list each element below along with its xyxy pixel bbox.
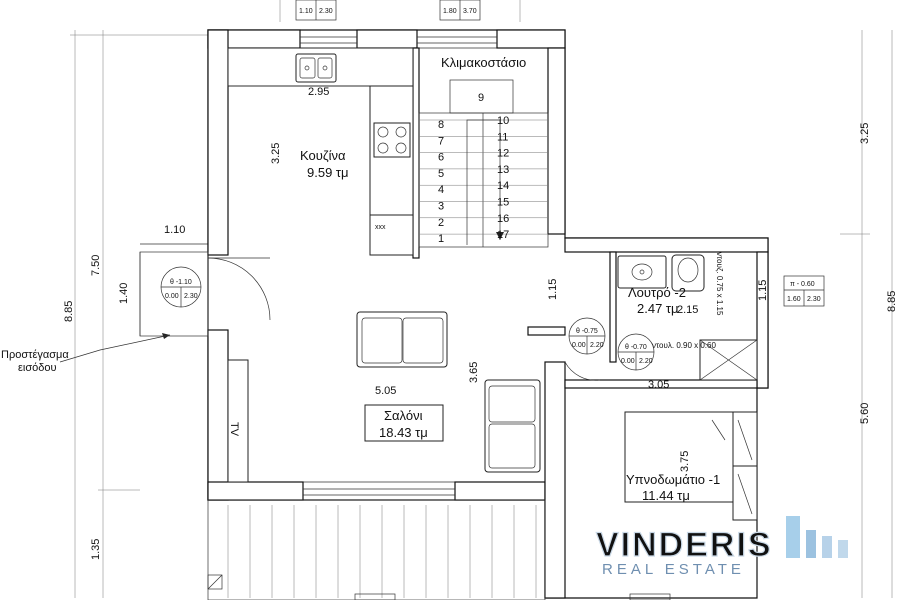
tag-right-h: 2.30 xyxy=(807,296,821,303)
dim-living-depth: 3.65 xyxy=(468,362,480,383)
dim-entry-width: 1.10 xyxy=(164,224,185,236)
entrance xyxy=(139,251,271,337)
stair-step-number: 14 xyxy=(497,180,509,192)
dim-left-bottom: 1.35 xyxy=(90,539,102,560)
stair-step-number: 15 xyxy=(497,197,509,209)
tag-right-w: 1.60 xyxy=(787,296,801,303)
kitchen-area: 9.59 τμ xyxy=(307,165,349,180)
entrance-canopy-line2: εισόδου xyxy=(18,362,57,374)
bath-area: 2.47 τμ xyxy=(637,301,679,316)
dim-kitchen-width: 2.95 xyxy=(308,86,329,98)
stair-step-number: 10 xyxy=(497,115,509,127)
dim-right-bottom: 5.60 xyxy=(859,403,871,424)
stair-step-number: 16 xyxy=(497,213,509,225)
tag-top-left-h: 2.30 xyxy=(319,8,333,15)
dim-right-total: 8.85 xyxy=(886,291,898,312)
dim-bedroom-width: 3.05 xyxy=(648,379,669,391)
tag-entry-w: 0.00 xyxy=(165,293,179,300)
living-furniture: TV xyxy=(227,311,541,483)
tag-door-a-w: 0.00 xyxy=(572,342,586,349)
dim-left-total-a: 7.50 xyxy=(90,255,102,276)
kitchen-name: Κουζίνα xyxy=(300,148,346,163)
tag-top-right-w: 1.80 xyxy=(443,8,457,15)
tag-right-code: π - 0.60 xyxy=(790,281,815,288)
tag-entry-h: 2.30 xyxy=(184,293,198,300)
stair-step-number: 8 xyxy=(438,119,444,131)
bath-name: Λουτρό -2 xyxy=(628,285,686,300)
living-area: 18.43 τμ xyxy=(379,425,428,440)
bedroom-name: Υπνοδωμάτιο -1 xyxy=(626,472,720,487)
stair-step-number: 7 xyxy=(438,135,444,147)
tag-door-a-code: θ -0.75 xyxy=(576,328,598,335)
dimension-texts: 2.95 3.25 1.10 1.40 7.50 8.85 1.35 3.25 … xyxy=(63,86,898,560)
shower-side-note: ντουζ. 0.75 x 1.15 xyxy=(715,252,724,316)
dim-bedroom-depth: 3.75 xyxy=(679,451,691,472)
dim-living-width: 5.05 xyxy=(375,385,396,397)
annotations: Προστέγασμα εισόδου ντουζ. 0.75 x 1.15 ν… xyxy=(1,252,724,374)
stair-top-number: 9 xyxy=(478,92,484,104)
stair-step-number: 2 xyxy=(438,217,444,229)
watermark-mark: VINDERIS xyxy=(596,526,773,564)
tag-door-b-code: θ -0.70 xyxy=(625,344,647,351)
bedroom-area: 11.44 τμ xyxy=(642,488,690,503)
terrace xyxy=(207,499,671,600)
entrance-canopy-line1: Προστέγασμα xyxy=(1,349,69,361)
dim-entry-depth: 1.40 xyxy=(118,283,130,304)
stair-step-number: 1 xyxy=(438,233,444,245)
stair-step-number: 17 xyxy=(497,229,509,241)
tag-door-b-h: 2.20 xyxy=(639,358,653,365)
stairs-name: Κλιμακοστάσιο xyxy=(441,55,526,70)
dim-right-top: 3.25 xyxy=(859,123,871,144)
stair-step-number: 4 xyxy=(438,184,444,196)
stair-step-number: 11 xyxy=(497,131,508,143)
bath-furniture xyxy=(564,254,758,381)
living-name: Σαλόνι xyxy=(384,408,423,423)
watermark-sub: REAL ESTATE xyxy=(602,561,745,578)
shower-bottom-note: ντουλ. 0.90 x 0.60 xyxy=(652,341,716,350)
dim-bath-height: 1.15 xyxy=(547,279,559,300)
tv-label: TV xyxy=(228,422,240,437)
dim-kitchen-depth: 3.25 xyxy=(270,143,282,164)
watermark-logo: VINDERIS REAL ESTATE xyxy=(595,516,848,578)
stair-step-number: 13 xyxy=(497,164,509,176)
stair-step-number: 6 xyxy=(438,152,444,164)
dim-bath-side: 1.15 xyxy=(757,280,769,301)
room-labels: Κουζίνα 9.59 τμ Κλιμακοστάσιο Λουτρό -2 … xyxy=(300,55,720,503)
stove-marks: xxx xyxy=(375,224,386,231)
bedroom-furniture xyxy=(624,411,758,521)
staircase xyxy=(418,79,549,248)
tag-door-a-h: 2.20 xyxy=(590,342,604,349)
stair-step-number: 5 xyxy=(438,168,444,180)
window-tags: 1.10 2.30 1.80 3.70 θ -1.10 0.00 2.30 π … xyxy=(160,0,825,371)
dim-left-total-b: 8.85 xyxy=(63,301,75,322)
stair-step-number: 12 xyxy=(497,148,509,160)
stair-step-number: 3 xyxy=(438,201,444,213)
dim-bath-width: 2.15 xyxy=(677,304,698,316)
tag-top-right-h: 3.70 xyxy=(463,8,477,15)
tag-entry-code: θ -1.10 xyxy=(170,279,192,286)
tag-door-b-w: 0.00 xyxy=(621,358,635,365)
kitchen-furniture: xxx xyxy=(227,47,414,256)
tag-top-left-w: 1.10 xyxy=(299,8,313,15)
stair-numbers: 9 8 7 6 5 4 3 2 1 10 11 12 13 14 15 16 17 xyxy=(438,92,509,245)
